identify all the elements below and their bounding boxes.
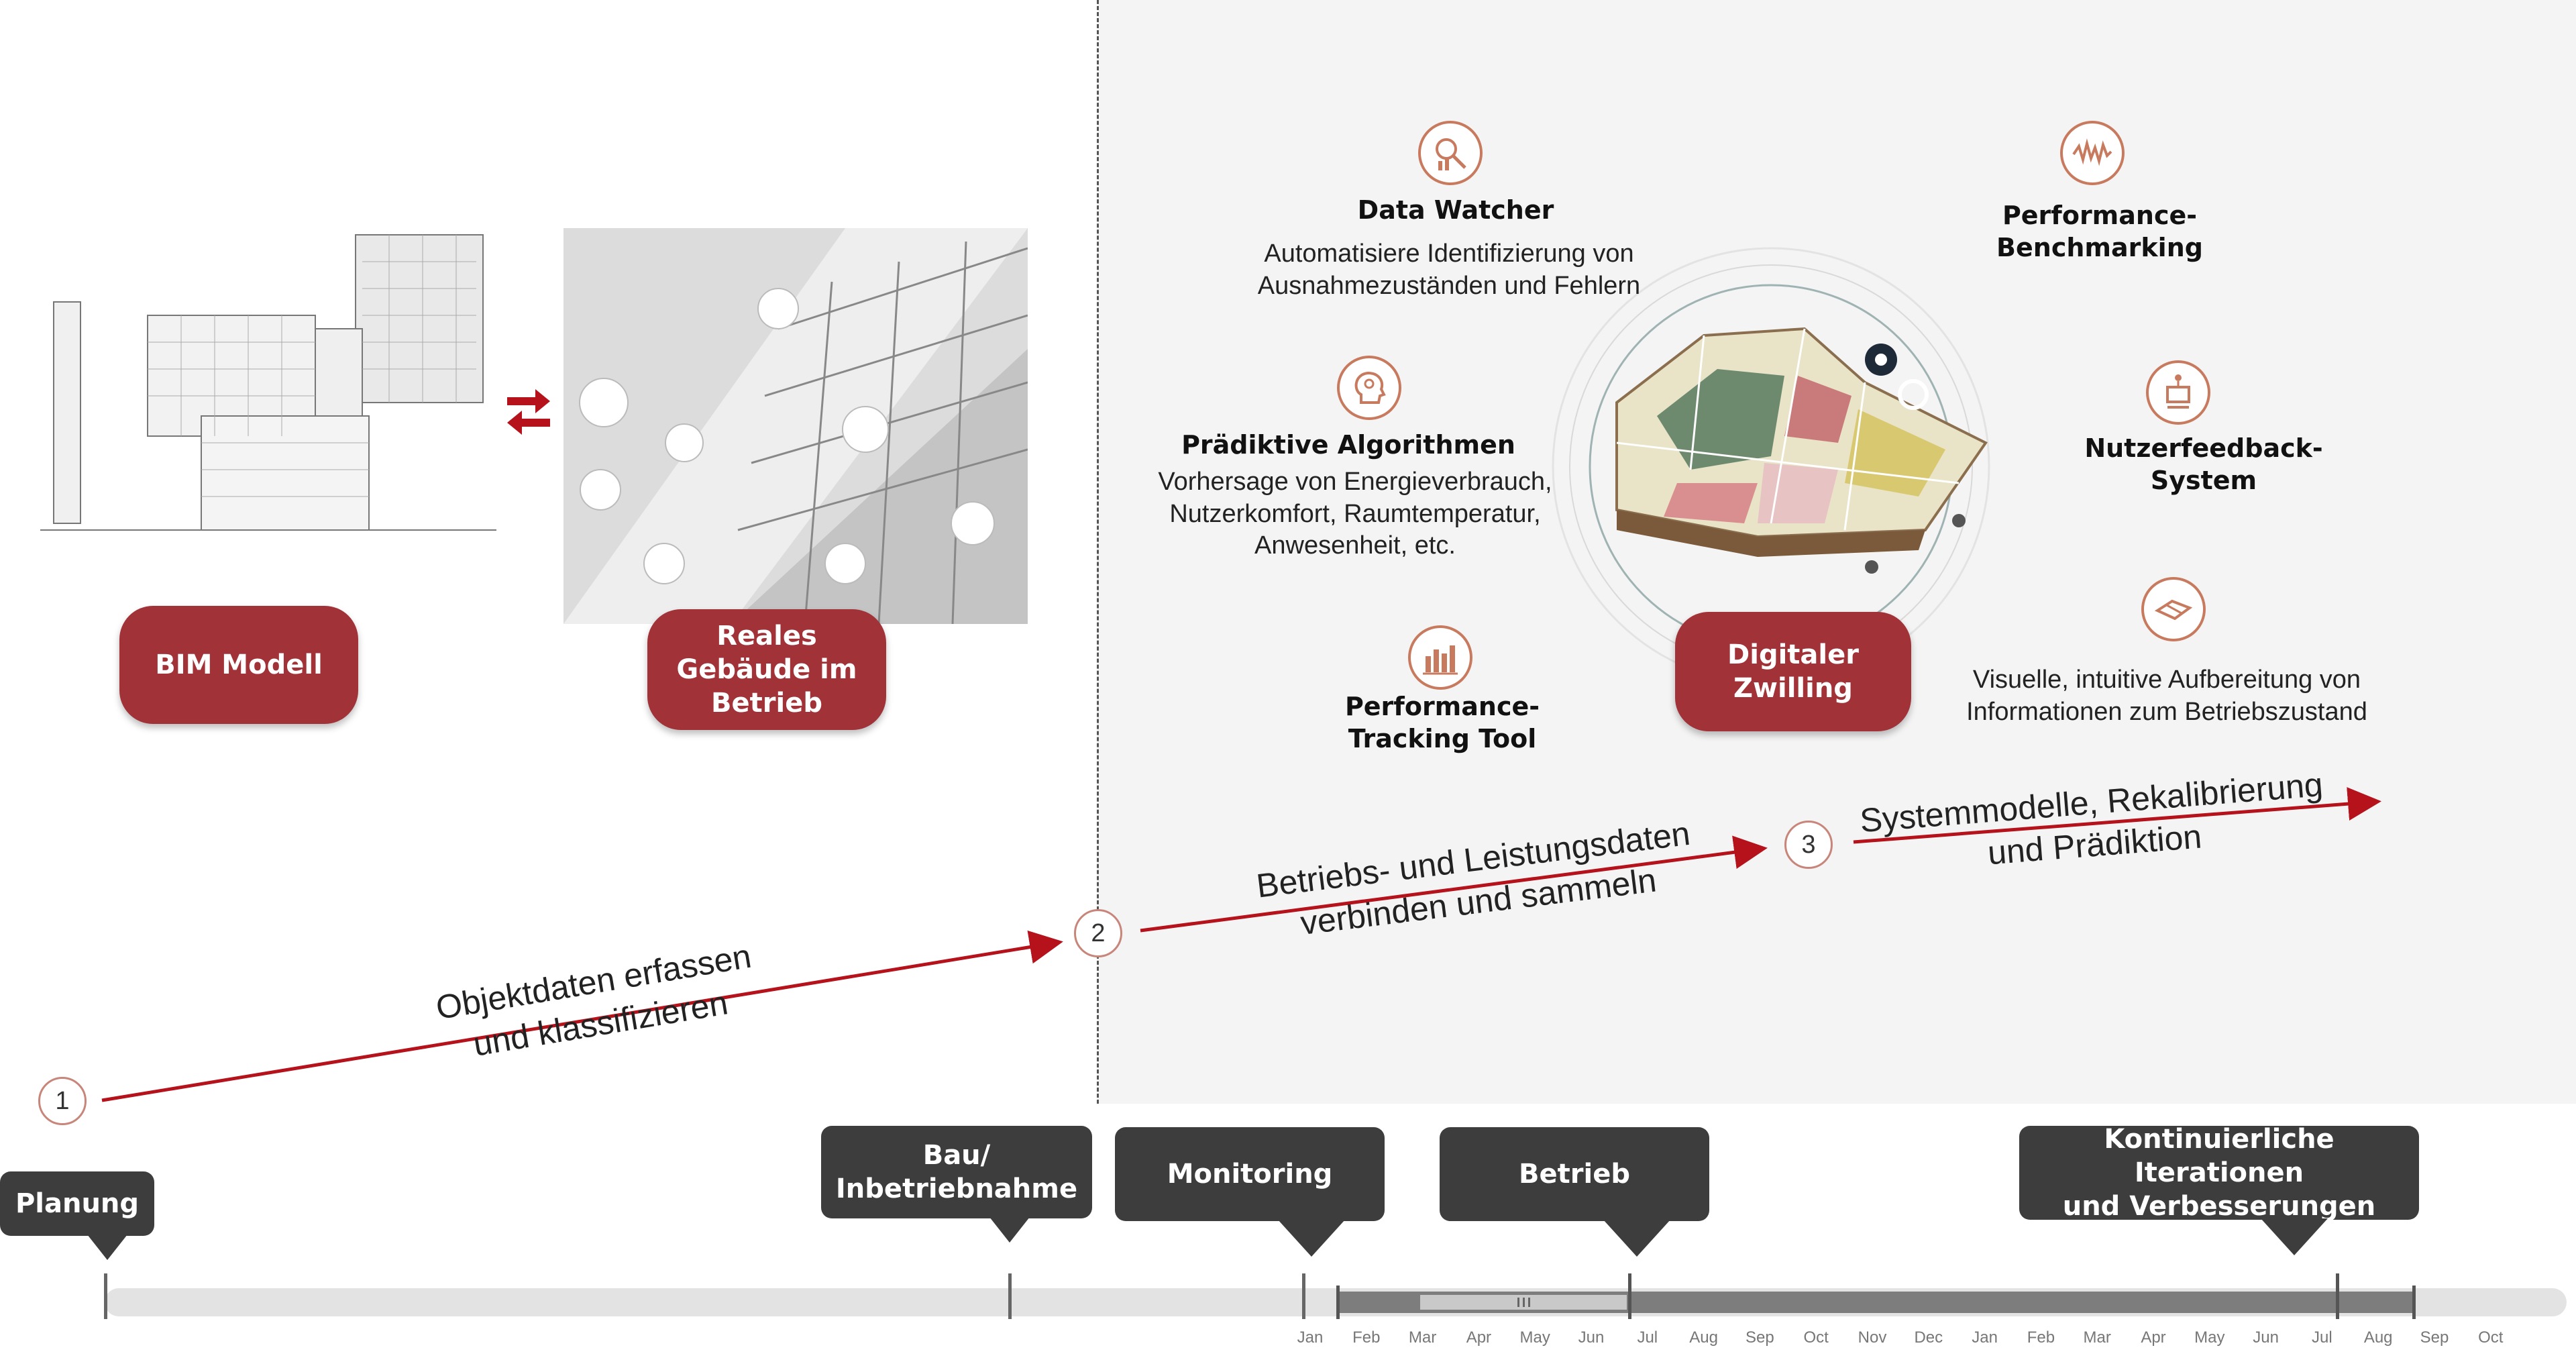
timeline-month-label: Jan (1972, 1328, 1998, 1347)
timeline-month-label: Apr (2141, 1328, 2166, 1347)
phase-iterationen: Kontinuierliche Iterationen und Verbesse… (2019, 1124, 2419, 1222)
progress-arrows (101, 787, 2381, 1102)
ai-head-icon (1337, 356, 1401, 420)
step-1-marker: 1 (38, 1077, 87, 1125)
timeline-month-label: May (1519, 1328, 1550, 1347)
scroll-grip-2 (1523, 1298, 1525, 1307)
waveform-icon (2060, 121, 2125, 185)
real-building-illustration (564, 228, 1028, 624)
phase-betrieb: Betrieb (1440, 1127, 1709, 1221)
predictive-title: Prädiktive Algorithmen (1181, 430, 1515, 460)
timeline-month-label: Apr (1466, 1328, 1492, 1347)
timeline-month-label: Aug (2363, 1328, 2393, 1347)
bim-model-label: BIM Modell (119, 606, 358, 724)
digital-twin-illustration (1552, 247, 1990, 671)
range-start-handle[interactable] (1336, 1286, 1340, 1319)
timeline-month-label: Aug (1689, 1328, 1718, 1347)
timeline-month-label: Mar (2083, 1328, 2111, 1347)
timeline-month-label: Sep (1746, 1328, 1774, 1347)
real-building-label: Reales Gebäude im Betrieb (647, 609, 886, 730)
timeline-month-label: May (2194, 1328, 2225, 1347)
timeline-tick-bau (1008, 1273, 1012, 1319)
bim-model-illustration (40, 234, 496, 531)
phase-planung: Planung (0, 1171, 154, 1236)
data-search-icon (1418, 121, 1483, 185)
timeline-month-label: Sep (2420, 1328, 2449, 1347)
feedback-title: Nutzerfeedback- System (2084, 433, 2323, 495)
timeline-month-label: Oct (1803, 1328, 1829, 1347)
data-watcher-description: Automatisiere Identifizierung von Ausnah… (1257, 240, 1641, 300)
visual-description: Visuelle, intuitive Aufbereitung von Inf… (1966, 666, 2367, 726)
range-end-handle[interactable] (2412, 1286, 2416, 1319)
timeline-month-label: Jul (1637, 1328, 1658, 1347)
scroll-grip-1 (1517, 1298, 1519, 1307)
phase-monitoring-pointer (1278, 1220, 1345, 1257)
phase-planung-pointer (87, 1235, 127, 1260)
phase-betrieb-pointer (1603, 1220, 1670, 1257)
timeline-tick-iterationen (2336, 1273, 2339, 1319)
floorplan-icon (2141, 577, 2206, 641)
tracking-title: Performance- Tracking Tool (1344, 692, 1540, 753)
timeline-month-label: Jul (2312, 1328, 2332, 1347)
timeline-month-label: Jan (1297, 1328, 1324, 1347)
timeline-month-label: Feb (2027, 1328, 2055, 1347)
bar-chart-icon (1408, 625, 1472, 690)
timeline-tick-monitoring (1302, 1273, 1305, 1319)
section-divider (1097, 0, 1099, 1104)
benchmarking-title: Performance- Benchmarking (1996, 201, 2203, 262)
exchange-arrows-icon (507, 389, 550, 435)
timeline-month-label: Feb (1352, 1328, 1381, 1347)
timeline-month-label: Dec (1914, 1328, 1943, 1347)
phase-iterationen-pointer (2261, 1218, 2328, 1255)
data-watcher-title: Data Watcher (1357, 195, 1554, 225)
digital-twin-label: Digitaler Zwilling (1675, 612, 1911, 731)
predictive-description: Vorhersage von Energieverbrauch, Nutzerk… (1158, 468, 1552, 560)
timeline-tick-betrieb (1628, 1273, 1631, 1319)
step-3-marker: 3 (1784, 821, 1833, 869)
phase-bau-pointer (989, 1217, 1030, 1243)
phase-monitoring: Monitoring (1115, 1127, 1385, 1221)
scroll-grip-3 (1528, 1298, 1530, 1307)
timeline-month-label: Jun (2253, 1328, 2279, 1347)
timeline-month-label: Mar (1408, 1328, 1437, 1347)
network-device-icon (2146, 360, 2210, 425)
timeline-month-label: Jun (1578, 1328, 1605, 1347)
timeline-month-label: Nov (1858, 1328, 1887, 1347)
timeline-month-label: Oct (2478, 1328, 2504, 1347)
step-2-marker: 2 (1074, 909, 1122, 957)
phase-bau: Bau/ Inbetriebnahme (821, 1126, 1092, 1218)
timeline-tick-planung (104, 1273, 107, 1319)
